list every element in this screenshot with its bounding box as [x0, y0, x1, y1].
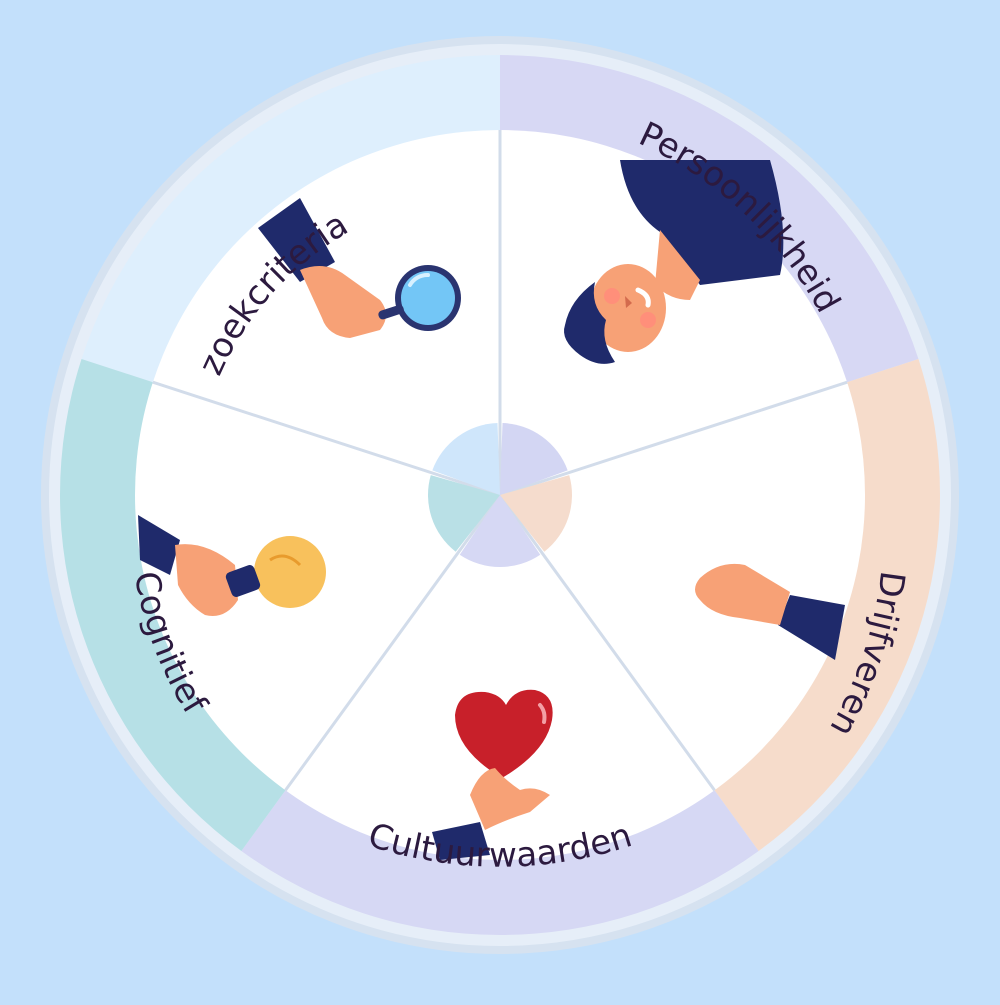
divider-line-1 [499, 380, 848, 497]
hub-drijfveren [500, 475, 572, 552]
band-zoekcriteria [81, 55, 501, 384]
fist-icon [695, 563, 845, 660]
segment-dividers [152, 130, 848, 792]
hub-cognitief [428, 475, 500, 552]
divider-line-3 [284, 494, 502, 792]
center-hub [428, 423, 572, 568]
divider-line-2 [498, 494, 716, 792]
hub-zoekcriteria [432, 423, 500, 495]
magnifier-icon [258, 198, 461, 338]
divider-line-4 [152, 380, 501, 497]
band-cognitief [60, 359, 288, 851]
lightbulb-icon [138, 515, 326, 616]
band-drijfveren [712, 359, 940, 851]
heart-icon [432, 689, 553, 860]
band-persoonlijkheid [500, 55, 919, 384]
band-cultuurwaarden [241, 787, 759, 935]
segment-bands [60, 55, 940, 935]
person-icon [564, 160, 784, 364]
hub-cultuurwaarden [459, 495, 541, 568]
hub-persoonlijkheid [500, 423, 568, 495]
